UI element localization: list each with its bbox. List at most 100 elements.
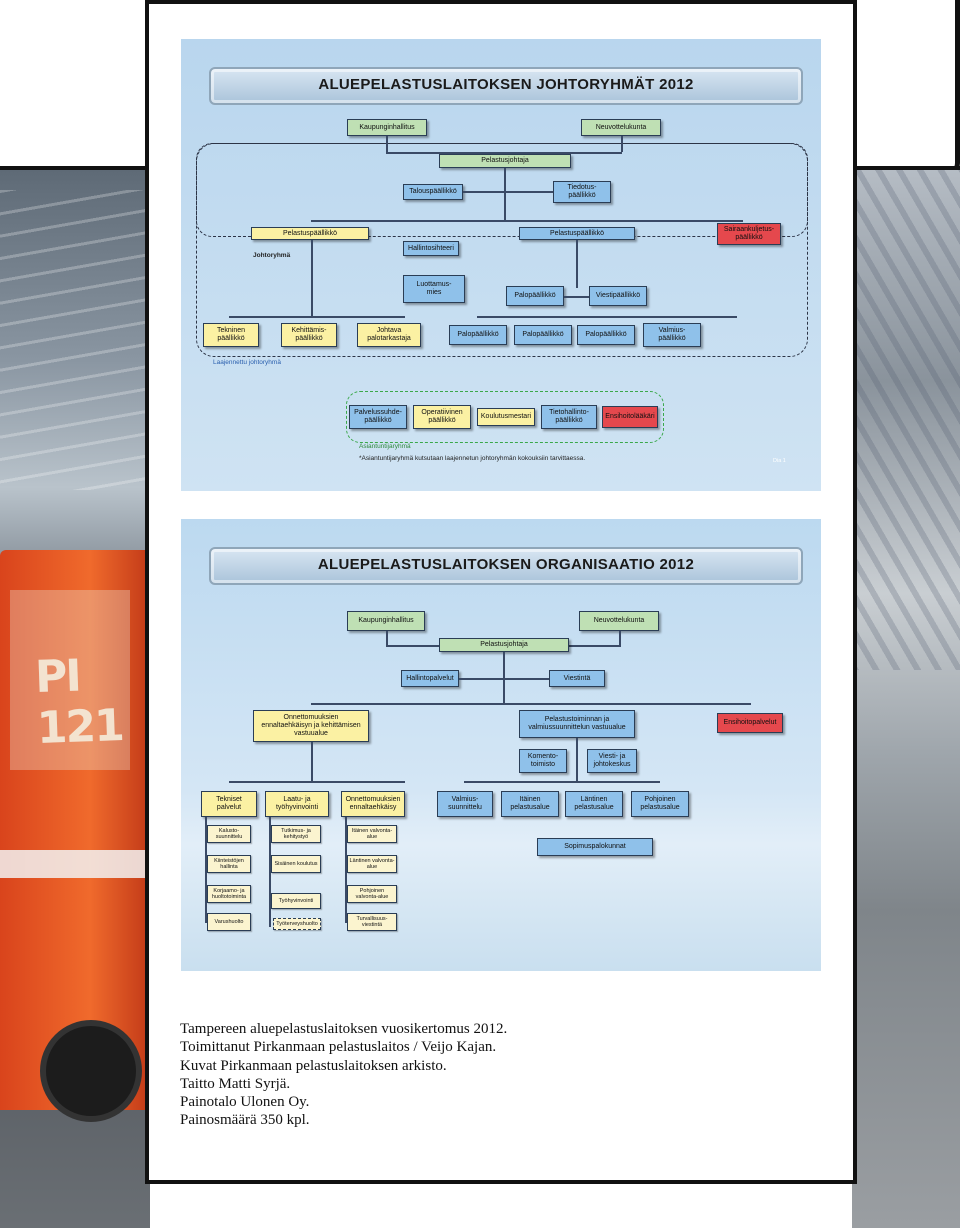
truck-window bbox=[10, 590, 130, 770]
top-border-corner bbox=[945, 0, 960, 177]
org-box-koulutusmestari: Koulutusmestari bbox=[477, 408, 535, 426]
slide-title: ALUEPELASTUSLAITOKSEN ORGANISAATIO 2012 bbox=[317, 556, 695, 573]
truck-stripe bbox=[0, 850, 150, 878]
org-box-valmiussuunnittelu: Valmius-suunnittelu bbox=[437, 791, 493, 817]
johtoryhma-label: Johtoryhmä bbox=[253, 252, 291, 259]
tunnel-photo-left: PI 121 bbox=[0, 170, 150, 1228]
connector bbox=[386, 645, 451, 647]
slide-title: ALUEPELASTUSLAITOKSEN JOHTORYHMÄT 2012 bbox=[318, 76, 694, 93]
org-box-palopaallikko-3: Palopäällikkö bbox=[577, 325, 635, 345]
connector bbox=[229, 316, 405, 318]
colophon-line: Kuvat Pirkanmaan pelastuslaitoksen arkis… bbox=[180, 1057, 447, 1074]
connector bbox=[386, 631, 388, 647]
org-box-palopaallikko-2: Palopäällikkö bbox=[514, 325, 572, 345]
org-box-komentotoimisto: Komento-toimisto bbox=[519, 749, 567, 773]
connector bbox=[311, 703, 751, 705]
org-box-pelastusjohtaja: Pelastusjohtaja bbox=[439, 154, 571, 168]
connector bbox=[459, 678, 549, 680]
slide-title-banner: ALUEPELASTUSLAITOKSEN ORGANISAATIO 2012 bbox=[209, 547, 803, 585]
connector bbox=[576, 738, 578, 782]
org-box-pelastuspaallikko-right: Pelastuspäällikkö bbox=[519, 227, 635, 240]
org-box-pelastuspaallikko-left: Pelastuspäällikkö bbox=[251, 227, 369, 240]
org-box-sairaankuljetuspaallikko: Sairaankuljetus-päällikkö bbox=[717, 223, 781, 245]
org-box-viestinta: Viestintä bbox=[549, 670, 605, 687]
org-box-palopaallikko-main: Palopäällikkö bbox=[506, 286, 564, 306]
connector bbox=[386, 136, 388, 152]
org-box-kaupunginhallitus: Kaupunginhallitus bbox=[347, 611, 425, 631]
truck-number: PI 121 bbox=[34, 650, 124, 754]
colophon-line: Toimittanut Pirkanmaan pelastuslaitos / … bbox=[180, 1039, 497, 1056]
asiantuntijaryhma-boundary bbox=[346, 391, 664, 443]
colophon-line: Tampereen aluepelastuslaitoksen vuosiker… bbox=[180, 1021, 508, 1037]
org-box-viestipaallikko: Viestipäällikkö bbox=[589, 286, 647, 306]
connector bbox=[311, 220, 743, 222]
org-box-kehittamispaallikko: Kehittämis-päällikkö bbox=[281, 323, 337, 347]
connector bbox=[463, 191, 553, 193]
slide-number: Dia 1 bbox=[773, 458, 786, 464]
background-photo: PI 121 bbox=[0, 170, 960, 1228]
org-box-varushuolto: Varushuolto bbox=[207, 913, 251, 931]
rock-wall bbox=[852, 170, 960, 670]
org-box-neuvottelukunta: Neuvottelukunta bbox=[581, 119, 661, 136]
ceiling-lights bbox=[0, 190, 150, 490]
slide-johtoryhmat: ALUEPELASTUSLAITOKSEN JOHTORYHMÄT 2012 K… bbox=[181, 39, 821, 491]
org-box-kaupunginhallitus: Kaupunginhallitus bbox=[347, 119, 427, 136]
org-box-hallintosihteeri: Hallintosihteeri bbox=[403, 241, 459, 256]
fire-truck: PI 121 bbox=[0, 550, 150, 1122]
org-box-pelastusjohtaja: Pelastusjohtaja bbox=[439, 638, 569, 652]
colophon-line: Painosmäärä 350 kpl. bbox=[180, 1112, 310, 1129]
org-box-itainen-valvonta: Itäinen valvonta-alue bbox=[347, 825, 397, 843]
slide-title-banner: ALUEPELASTUSLAITOKSEN JOHTORYHMÄT 2012 bbox=[209, 67, 803, 105]
org-box-sopimuspalokunnat: Sopimuspalokunnat bbox=[537, 838, 653, 856]
org-box-sisainen-koulutus: Sisäinen koulutus bbox=[271, 855, 321, 873]
info-panel: ALUEPELASTUSLAITOKSEN JOHTORYHMÄT 2012 K… bbox=[145, 0, 857, 1184]
org-box-ensihoitolaakari: Ensihoitolääkäri bbox=[602, 406, 658, 428]
connector bbox=[619, 631, 621, 647]
colophon: Tampereen aluepelastuslaitoksen vuosiker… bbox=[180, 1020, 820, 1130]
laajennettu-boundary bbox=[196, 143, 808, 357]
connector bbox=[311, 742, 313, 782]
asiantuntijaryhma-label: Asiantuntijaryhmä bbox=[359, 443, 411, 450]
connector bbox=[205, 817, 207, 923]
org-box-tiedotuspaallikko: Tiedotus-päällikkö bbox=[553, 181, 611, 203]
org-box-kalustosuunnittelu: Kalusto-suunnittelu bbox=[207, 825, 251, 843]
connector bbox=[621, 136, 623, 152]
org-box-neuvottelukunta: Neuvottelukunta bbox=[579, 611, 659, 631]
truck-wheel bbox=[40, 1020, 142, 1122]
colophon-line: Taitto Matti Syrjä. bbox=[180, 1075, 291, 1092]
org-box-turvallisuusviestinta: Turvallisuus-viestintä bbox=[347, 913, 397, 931]
slide-organisaatio: ALUEPELASTUSLAITOKSEN ORGANISAATIO 2012 … bbox=[181, 519, 821, 971]
connector bbox=[565, 645, 620, 647]
connector bbox=[504, 168, 506, 220]
connector bbox=[576, 240, 578, 288]
org-box-palopaallikko-1: Palopäällikkö bbox=[449, 325, 507, 345]
org-box-tyoterveyshuolto: Työterveyshuolto bbox=[273, 918, 321, 930]
org-box-lantinen-valvonta: Läntinen valvonta-alue bbox=[347, 855, 397, 873]
asiantuntijaryhma-footnote: *Asiantuntijaryhmä kutsutaan laajennetun… bbox=[359, 455, 586, 462]
tunnel-photo-right bbox=[852, 170, 960, 1228]
laajennettu-label: Laajennettu johtoryhmä bbox=[213, 359, 281, 366]
org-box-palvelussuhdepaallikko: Palvelussuhde-päällikkö bbox=[349, 405, 407, 429]
org-box-tyohyvinvointi: Työhyvinvointi bbox=[271, 893, 321, 909]
org-box-talouspaallikko: Talouspäällikkö bbox=[403, 184, 463, 200]
org-box-ensihoitopalvelut: Ensihoitopalvelut bbox=[717, 713, 783, 733]
org-box-luottamusmies: Luottamus-mies bbox=[403, 275, 465, 303]
connector bbox=[345, 817, 347, 923]
connector bbox=[311, 240, 313, 316]
org-box-tietohallintopaallikko: Tietohallinto-päällikkö bbox=[541, 405, 597, 429]
